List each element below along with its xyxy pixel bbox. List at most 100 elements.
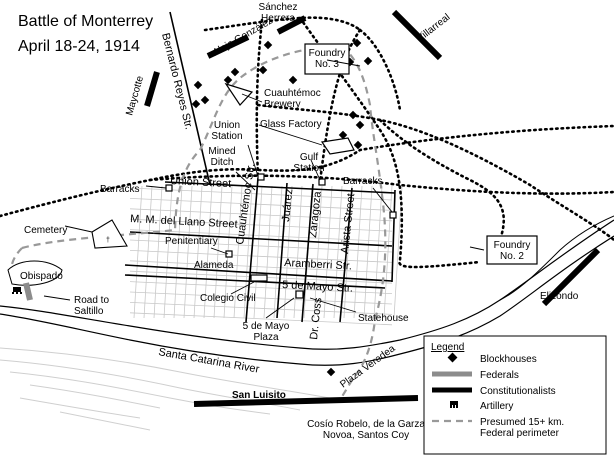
river-bank-north bbox=[0, 219, 614, 350]
grid-street bbox=[243, 185, 253, 319]
artillery-markers bbox=[12, 287, 22, 294]
grid-street bbox=[143, 185, 153, 319]
federal-perimeter bbox=[21, 43, 387, 403]
label-line: Gulf bbox=[300, 152, 319, 163]
label-line: Federal perimeter bbox=[480, 428, 560, 439]
grid-street bbox=[283, 185, 293, 319]
legend-item-constitutionalists: Constitutionalists bbox=[480, 386, 556, 397]
legend-diamond-icon bbox=[447, 352, 458, 363]
blockhouse-diamond-icon bbox=[230, 67, 240, 77]
label-barracks-left: Barracks bbox=[100, 184, 139, 195]
grid-street bbox=[203, 185, 213, 319]
blockhouse-diamond-icon bbox=[326, 367, 336, 377]
label-line: Union bbox=[214, 120, 240, 131]
federal-positions bbox=[23, 282, 33, 301]
label-line: Novoa, Santos Coy bbox=[323, 430, 409, 441]
grid-street bbox=[253, 185, 263, 319]
blockhouse-diamond-icon bbox=[258, 65, 268, 75]
grid-street bbox=[153, 185, 163, 319]
legend-heading: Legend bbox=[431, 342, 464, 353]
label-line: Cosío Robelo, de la Garza bbox=[307, 419, 425, 430]
blockhouse-diamond-icon bbox=[263, 40, 273, 50]
label-alameda: Alameda bbox=[194, 260, 234, 271]
grid-street bbox=[129, 281, 393, 294]
cemetery-outline bbox=[91, 219, 128, 249]
label-penitentiary: Penitentiary bbox=[165, 236, 218, 247]
street-grid bbox=[129, 185, 403, 326]
label-line: Saltillo bbox=[74, 306, 104, 317]
label-llano-street: M. M. del Llano Street bbox=[130, 213, 238, 231]
grid-street bbox=[213, 185, 223, 319]
grid-street bbox=[129, 208, 393, 222]
label-juarez: Juárez bbox=[280, 188, 295, 222]
map-title: Battle of Monterrey bbox=[18, 13, 153, 30]
grid-street bbox=[193, 185, 203, 319]
label-zaragoza: Zaragoza bbox=[307, 190, 324, 238]
label-statehouse: Statehouse bbox=[358, 313, 409, 324]
grid-street bbox=[383, 185, 393, 319]
label-line: No. 3 bbox=[315, 59, 339, 70]
constitutionalist-positions bbox=[144, 9, 601, 407]
grid-street bbox=[313, 185, 323, 319]
label-colegio-civil: Colegio Civil bbox=[200, 293, 256, 304]
label-line: Foundry bbox=[309, 48, 346, 59]
grid-street bbox=[129, 187, 393, 201]
label-villarreal: Villarreal bbox=[415, 12, 452, 45]
label-line: Ditch bbox=[211, 157, 234, 168]
river-bank-south bbox=[0, 235, 614, 366]
glass-factory-marker bbox=[320, 137, 355, 155]
label-cinco-mayo-str: 5 de Mayo Str. bbox=[282, 279, 353, 295]
map-subtitle: April 18-24, 1914 bbox=[18, 38, 140, 55]
label-santa-catarina: Santa Catarina River bbox=[157, 346, 260, 376]
blockhouse-diamond-icon bbox=[348, 110, 358, 120]
legend-item-artillery: Artillery bbox=[480, 401, 513, 412]
label-line: Station bbox=[293, 163, 324, 174]
label-line: Mined bbox=[208, 146, 235, 157]
label-line: Road to bbox=[74, 295, 109, 306]
grid-street bbox=[129, 250, 393, 263]
label-line: Herrera bbox=[261, 13, 295, 24]
label-alejo-gonzalez: Alejo González bbox=[211, 15, 275, 58]
grid-street bbox=[173, 185, 183, 319]
blockhouse-diamond-icon bbox=[353, 140, 363, 150]
label-union-street: Union Street bbox=[170, 175, 232, 190]
label-barracks-right: Barracks bbox=[343, 176, 382, 187]
label-line: Brewery bbox=[264, 99, 301, 110]
foundry2-box bbox=[486, 235, 538, 265]
label-line: Presumed 15+ km. bbox=[480, 417, 564, 428]
river-water bbox=[0, 347, 341, 431]
legend: Legend Blockhouses Federals Constitution… bbox=[423, 335, 607, 455]
river-channel bbox=[499, 215, 614, 301]
label-san-luisito: San Luisito bbox=[232, 390, 286, 401]
label-dr-coss: Dr. Coss bbox=[308, 297, 324, 341]
label-aramberri: Aramberri Str. bbox=[284, 257, 352, 273]
label-elizondo: Elizondo bbox=[540, 291, 579, 302]
grid-street bbox=[163, 185, 173, 319]
grid-street bbox=[263, 185, 273, 319]
label-line: Cuauhtémoc bbox=[264, 88, 321, 99]
station-buildings bbox=[165, 173, 397, 299]
grid-street bbox=[133, 185, 143, 319]
blockhouse-diamond-icon bbox=[355, 120, 365, 130]
legend-item-federals: Federals bbox=[480, 370, 519, 381]
brewery-marker bbox=[224, 82, 254, 106]
foundry3-box bbox=[304, 43, 350, 75]
blockhouse-diamond-icon bbox=[288, 75, 298, 85]
blockhouse-diamond-icon bbox=[191, 99, 201, 109]
label-maycotte: Maycotte bbox=[124, 74, 146, 116]
grid-street bbox=[333, 185, 343, 319]
label-bernardo-reyes: Bernardo Reyes Str. bbox=[159, 32, 195, 131]
label-line: Plaza bbox=[253, 332, 278, 343]
cemetery-cross-icon: † bbox=[106, 237, 110, 244]
grid-street bbox=[233, 185, 243, 319]
